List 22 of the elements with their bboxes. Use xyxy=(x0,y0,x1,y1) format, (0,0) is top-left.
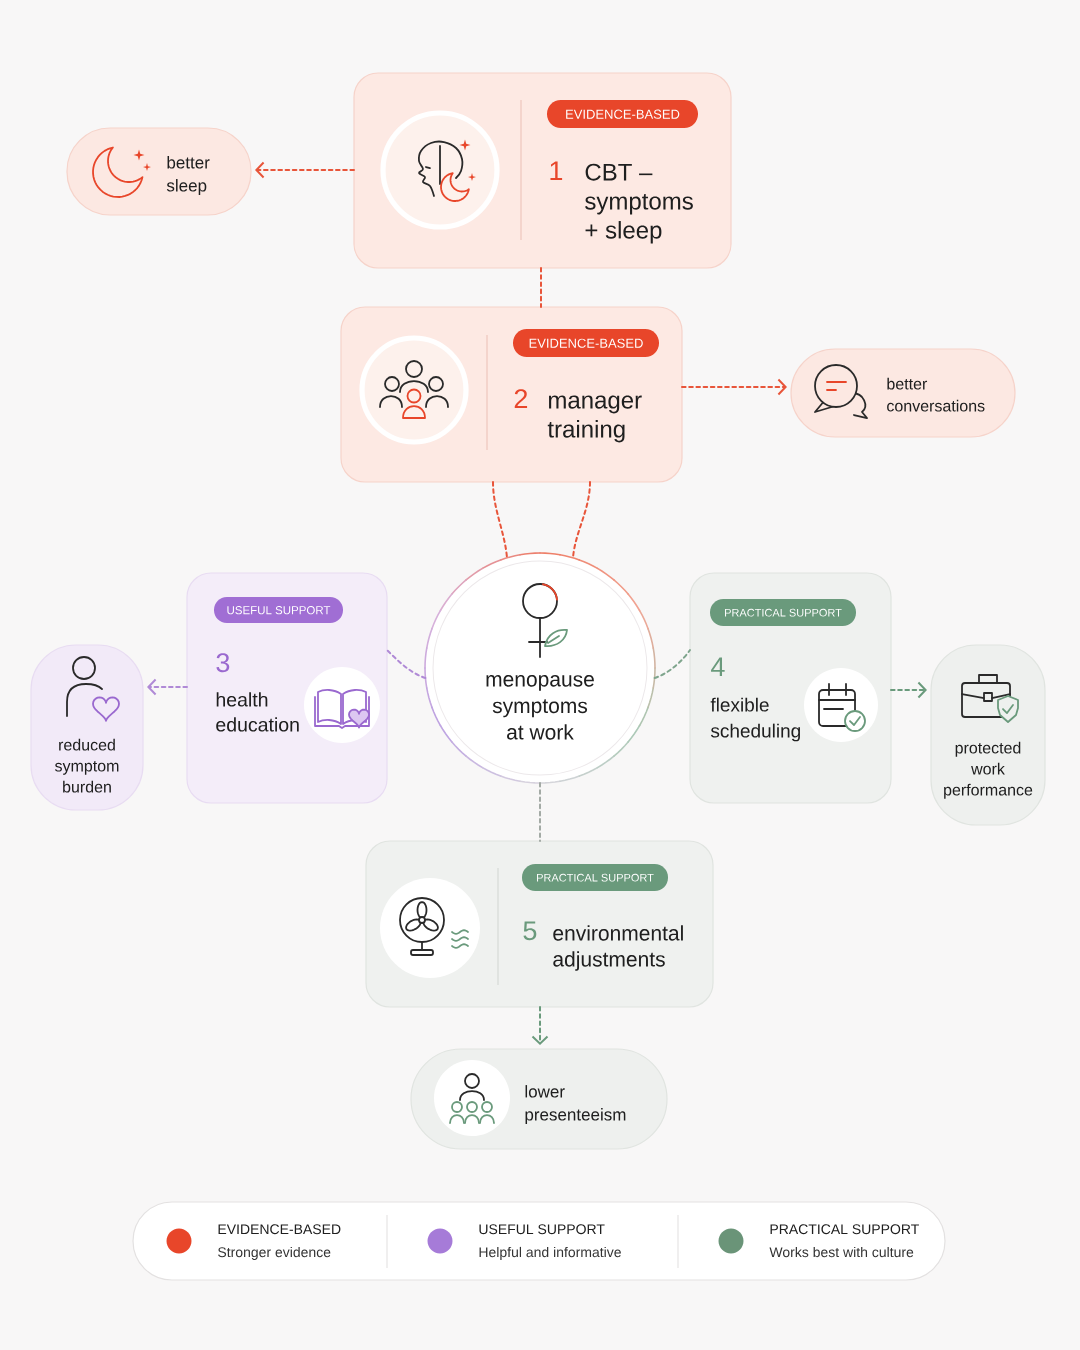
dashed-line xyxy=(540,267,542,308)
legend-label: USEFUL SUPPORT xyxy=(479,1224,605,1235)
category-badge: PRACTICAL SUPPORT xyxy=(710,599,856,626)
dashed-line xyxy=(386,649,427,679)
arrow xyxy=(681,378,787,396)
category-badge: USEFUL SUPPORT xyxy=(214,597,343,623)
dashed-line xyxy=(492,481,508,559)
arrow xyxy=(890,681,927,699)
legend-label: PRACTICAL SUPPORT xyxy=(770,1224,919,1235)
legend-description: Stronger evidence xyxy=(218,1246,331,1260)
legend-description: Helpful and informative xyxy=(479,1246,621,1260)
dashed-line xyxy=(653,649,691,679)
category-badge: EVIDENCE-BASED xyxy=(513,329,659,357)
arrow xyxy=(147,678,188,696)
legend-label: EVIDENCE-BASED xyxy=(218,1224,341,1235)
dashed-line xyxy=(572,481,591,559)
category-badge: PRACTICAL SUPPORT xyxy=(522,864,668,891)
arrow xyxy=(255,161,355,179)
category-badge: EVIDENCE-BASED xyxy=(547,100,698,128)
arrow xyxy=(531,1006,549,1045)
dashed-line xyxy=(539,782,541,842)
legend-description: Works best with culture xyxy=(769,1246,914,1258)
